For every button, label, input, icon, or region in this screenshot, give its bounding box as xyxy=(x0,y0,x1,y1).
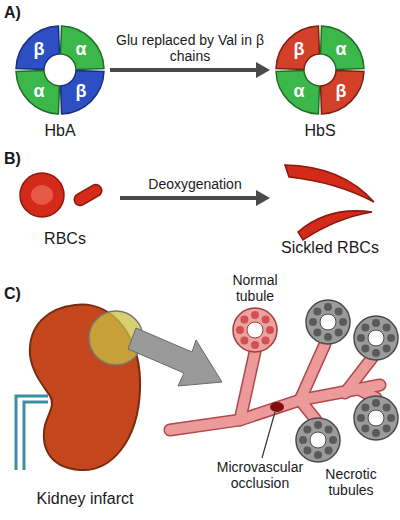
arrow-head xyxy=(256,190,270,206)
necrotic-tubule xyxy=(354,396,398,440)
beta-subunit xyxy=(16,26,59,69)
organ: Kidney infarct xyxy=(10,300,160,508)
subunit-letter: α xyxy=(71,39,91,59)
kidney xyxy=(16,305,143,471)
protein-tetramer: HbA xyxy=(10,15,110,140)
alpha-subunit xyxy=(16,71,59,114)
vessel-fill xyxy=(170,344,380,430)
alpha-subunit xyxy=(61,26,104,69)
necrotic-tubule xyxy=(306,300,350,344)
subunit-letter: β xyxy=(71,81,91,101)
arrow-label: Glu replaced by Val in β chains xyxy=(114,32,266,64)
subunit-letter: α xyxy=(29,81,49,101)
rbc-center xyxy=(31,185,53,205)
necrotic-tubule xyxy=(354,316,398,360)
leader-line xyxy=(262,412,275,458)
panel-letter: B) xyxy=(4,150,34,168)
hba-tetramer xyxy=(16,26,104,114)
microvessel xyxy=(170,344,380,430)
arrow-shaft xyxy=(120,196,258,200)
sickle-cell xyxy=(285,165,374,202)
normal-tubule xyxy=(233,308,277,352)
panel-letter: C) xyxy=(4,285,34,303)
vessel-outline xyxy=(170,344,380,430)
subunit-letter: α xyxy=(289,81,309,101)
occlusion-clot xyxy=(270,402,284,412)
beta-subunit xyxy=(321,71,364,114)
subunit-letter: β xyxy=(331,81,351,101)
process-arrow xyxy=(120,190,270,206)
node-label: RBCs xyxy=(44,230,86,248)
protein-tetramer: HbS xyxy=(270,15,370,140)
alpha-subunit xyxy=(321,26,364,69)
rbc-disc xyxy=(20,173,64,217)
necrotic-tubule xyxy=(296,418,340,462)
beta-subunit xyxy=(276,26,319,69)
subunit-letter: β xyxy=(289,39,309,59)
rbc-side-view xyxy=(72,182,104,207)
cell-group: RBCs xyxy=(10,168,120,248)
structure-label: Necrotic tubules xyxy=(306,466,396,498)
node-label: HbS xyxy=(304,122,335,140)
structure-label: Microvascular occlusion xyxy=(200,459,320,491)
cell-group: Sickled RBCs xyxy=(270,155,390,257)
hbs-tetramer xyxy=(276,26,364,114)
zoom-arrow xyxy=(128,328,222,386)
process-arrow xyxy=(110,62,270,78)
alpha-subunit xyxy=(276,71,319,114)
subunit-letter: α xyxy=(331,39,351,59)
subunit-letter: β xyxy=(29,39,49,59)
panel-letter: A) xyxy=(4,4,34,22)
node-label: Sickled RBCs xyxy=(281,239,379,257)
arrow-label: Deoxygenation xyxy=(124,176,266,192)
node-label: Kidney infarct xyxy=(37,490,134,508)
sickle-cell xyxy=(298,211,372,240)
normal-rbcs xyxy=(20,173,104,217)
beta-subunit xyxy=(61,71,104,114)
arrow-head xyxy=(256,62,270,78)
node-label: HbA xyxy=(44,122,75,140)
sickled-rbcs xyxy=(285,165,374,240)
structure-label: Normal tubule xyxy=(215,272,295,304)
arrow-shaft xyxy=(110,68,258,72)
